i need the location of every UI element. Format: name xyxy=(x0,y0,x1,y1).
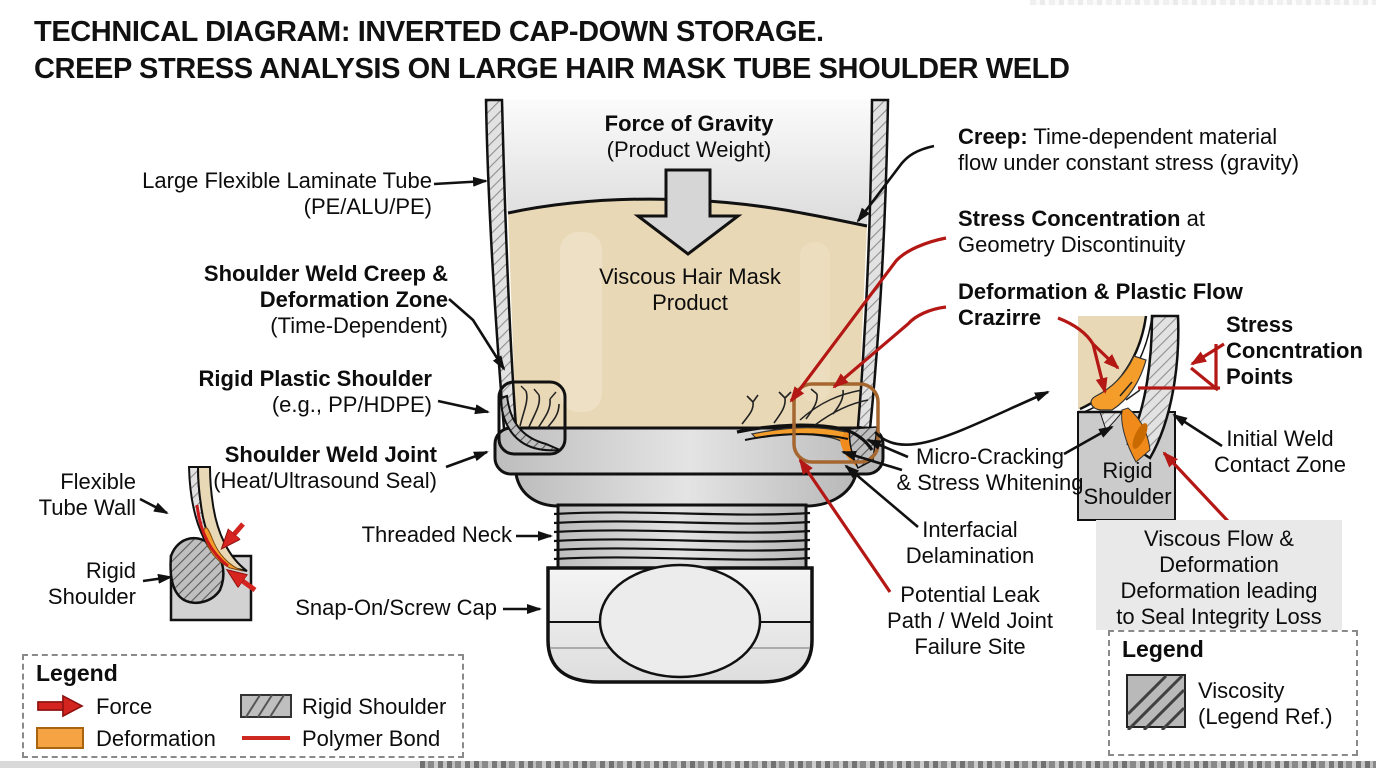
cut-off-text-strip-top xyxy=(1030,0,1376,5)
label-flexible-tube-wall: Flexible Tube Wall xyxy=(38,469,136,520)
label-shoulder-weld-joint: Shoulder Weld Joint (Heat/Ultrasound Sea… xyxy=(213,442,437,493)
legend-polymer-bond-label: Polymer Bond xyxy=(302,726,441,751)
title-line-2: CREEP STRESS ANALYSIS ON LARGE HAIR MASK… xyxy=(34,53,1070,85)
label-creep-zone: Shoulder Weld Creep & Deformation Zone (… xyxy=(203,261,448,338)
legend-right: Legend Viscosity (Legend Ref.) xyxy=(1108,630,1358,756)
deformation-swatch-icon xyxy=(36,727,84,749)
label-threaded-neck: Threaded Neck xyxy=(361,522,512,547)
legend-force-label: Force xyxy=(96,694,153,719)
polymer-bond-line-icon xyxy=(242,736,290,740)
label-creep-definition: Creep: Time-dependent material flow unde… xyxy=(958,124,1300,175)
rigid-shoulder-swatch-icon xyxy=(240,694,292,718)
viscous-flow-info-box: Viscous Flow & Deformation Deformation l… xyxy=(1096,520,1342,630)
label-force-of-gravity: Force of Gravity (Product Weight) xyxy=(604,111,774,162)
title-line-1: TECHNICAL DIAGRAM: INVERTED CAP-DOWN STO… xyxy=(34,16,824,48)
label-rigid-plastic-shoulder: Rigid Plastic Shoulder (e.g., PP/HDPE) xyxy=(198,366,432,417)
cut-off-text-strip-bottom xyxy=(0,761,1376,768)
label-interfacial-delamination: Interfacial Delamination xyxy=(905,517,1035,568)
rigid-shoulder-band xyxy=(493,426,885,508)
label-stress-concentration-points: Stress Concntration Points xyxy=(1226,312,1363,389)
left-inset-detail xyxy=(169,466,257,622)
legend-left-title: Legend xyxy=(36,660,118,686)
black-connectors xyxy=(139,144,1223,614)
threaded-neck xyxy=(553,503,811,570)
label-stress-concentration: Stress Concentration at Geometry Discont… xyxy=(958,206,1205,257)
label-deformation-plastic-flow: Deformation & Plastic Flow Crazirre xyxy=(958,279,1243,330)
label-snap-on-cap: Snap-On/Screw Cap xyxy=(295,595,497,620)
label-laminate-tube: Large Flexible Laminate Tube (PE/ALU/PE) xyxy=(142,168,432,219)
label-initial-weld-contact: Initial Weld Contact Zone xyxy=(1213,426,1347,477)
legend-viscosity-label: Viscosity (Legend Ref.) xyxy=(1198,678,1333,729)
label-leak-path: Potential Leak Path / Weld Joint Failure… xyxy=(887,582,1053,659)
red-connectors xyxy=(789,236,1242,593)
viscosity-swatch-icon xyxy=(1126,674,1186,730)
legend-left: Legend Force Deformation Rigid Shoulder … xyxy=(22,654,464,758)
force-arrow-icon xyxy=(37,694,84,718)
legend-right-title: Legend xyxy=(1122,636,1204,662)
label-viscous-product: Viscous Hair Mask Product xyxy=(599,264,781,315)
snap-on-cap xyxy=(546,563,814,684)
page-title: TECHNICAL DIAGRAM: INVERTED CAP-DOWN STO… xyxy=(34,14,1070,88)
label-rigid-shoulder-inset-left: Rigid Shoulder xyxy=(47,558,136,609)
label-rigid-shoulder-inset-right: Rigid Shoulder xyxy=(1083,458,1172,509)
left-weld-zone xyxy=(497,380,567,456)
gravity-arrow-icon xyxy=(633,168,743,256)
label-micro-cracking: Micro-Cracking & Stress Whitening xyxy=(896,444,1084,495)
legend-deformation-label: Deformation xyxy=(96,726,216,751)
legend-rigid-shoulder-label: Rigid Shoulder xyxy=(302,694,447,719)
